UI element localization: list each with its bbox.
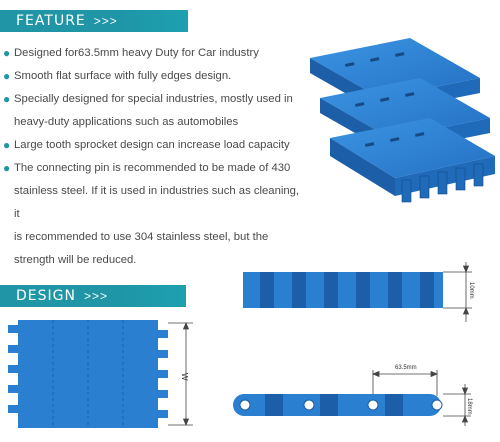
feature-line: Large tooth sprocket design can increase… [14,139,290,151]
dim-height-label: 10mm [468,282,474,299]
feature-line: Specially designed for special industrie… [14,93,293,105]
bullet-icon: ● [3,46,11,60]
feature-item-1: ● Designed for63.5mm heavy Duty for Car … [0,42,300,65]
feature-line: strength will be reduced. [14,254,137,266]
feature-arrows: >>> [93,14,118,28]
design-arrows: >>> [83,289,108,303]
design-title: DESIGN [16,288,76,304]
bullet-icon: ● [3,69,11,83]
chain-top-view-drawing: W [8,320,193,428]
bullet-icon: ● [3,138,11,152]
feature-line: The connecting pin is recommended to be … [14,162,291,174]
feature-item-5: ● The connecting pin is recommended to b… [0,157,300,272]
feature-item-4: ● Large tooth sprocket design can increa… [0,134,300,157]
chain-link-side-drawing: 63.5mm 18mm [233,365,472,426]
dim-pitch-label: 63.5mm [395,365,417,371]
bullet-icon: ● [3,161,11,175]
feature-line: is recommended to use 304 stainless stee… [14,231,269,243]
feature-line: stainless steel. If it is used in indust… [14,185,300,220]
feature-header: FEATURE >>> [0,10,188,32]
feature-title: FEATURE [16,13,86,29]
feature-item-3: ● Specially designed for special industr… [0,88,300,134]
feature-list: ● Designed for63.5mm heavy Duty for Car … [0,42,300,272]
chain-side-height-drawing: 10mm [243,262,474,322]
feature-item-2: ● Smooth flat surface with fully edges d… [0,65,300,88]
feature-line: Smooth flat surface with fully edges des… [14,70,232,82]
feature-line: heavy-duty applications such as automobi… [14,116,239,128]
feature-line: Designed for63.5mm heavy Duty for Car in… [14,47,259,59]
dim-thickness-label: 18mm [466,398,472,415]
bullet-icon: ● [3,92,11,106]
dim-width-label: W [180,373,189,381]
design-header: DESIGN >>> [0,285,186,307]
chain-3d-image [310,38,495,203]
